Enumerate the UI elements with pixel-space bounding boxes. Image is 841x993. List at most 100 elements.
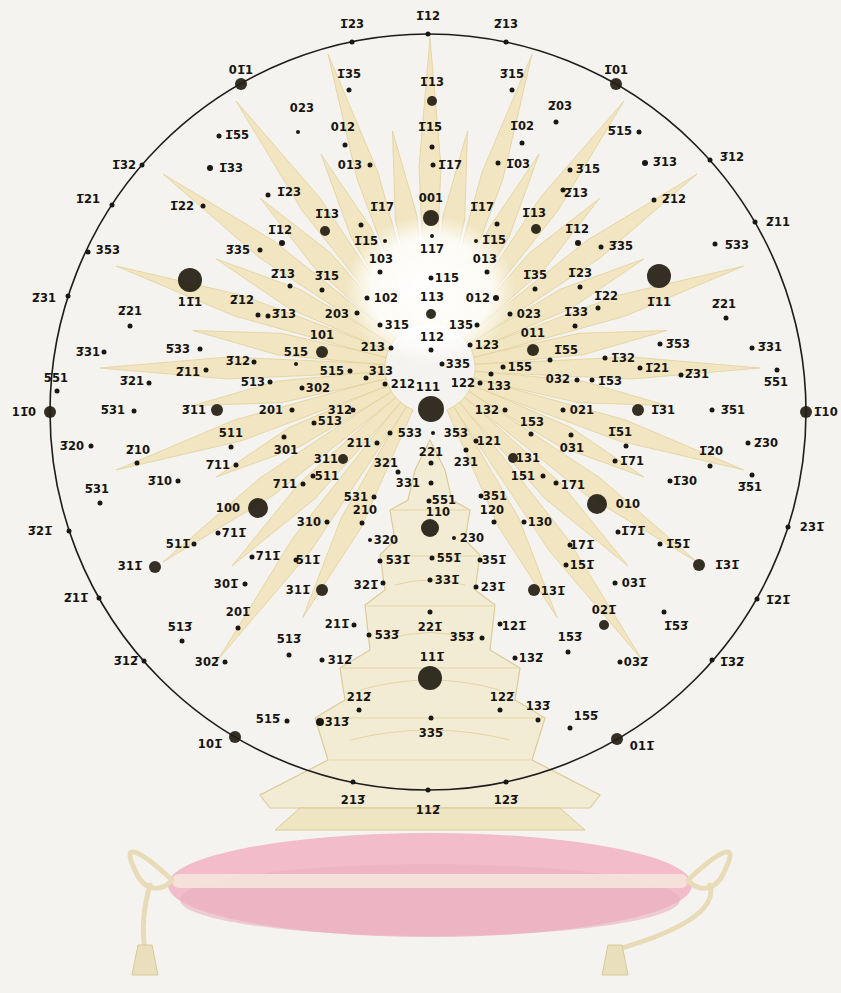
pole-dot	[211, 404, 223, 416]
pole-dot	[316, 584, 328, 596]
miller-index: 7̅11	[206, 458, 231, 472]
pole-dot	[176, 479, 181, 484]
pole-dot	[426, 309, 436, 319]
miller-index: 3̅10	[148, 474, 173, 488]
pole-dot	[287, 653, 292, 658]
miller-index: 2̅13	[271, 267, 296, 281]
pole-dot	[475, 323, 480, 328]
pole-dot	[616, 530, 621, 535]
miller-index: 1̅03	[506, 157, 531, 171]
miller-index: 151̅	[570, 558, 595, 572]
pole-dot	[216, 531, 221, 536]
miller-index: 023	[290, 101, 315, 115]
miller-index: 1̅23	[277, 185, 302, 199]
miller-index: 110	[426, 505, 451, 519]
miller-index: 023	[517, 307, 542, 321]
pole-dot	[596, 306, 601, 311]
miller-index: 5̅31	[85, 482, 110, 496]
pole-dot	[498, 708, 503, 713]
miller-index: 111̅	[420, 650, 445, 664]
miller-index: 1̅55	[225, 128, 250, 142]
pole-dot	[710, 658, 715, 663]
pole-dot	[110, 203, 115, 208]
miller-index: 1̅15	[482, 233, 507, 247]
miller-index: 100	[216, 501, 241, 515]
pole-dot	[590, 378, 595, 383]
pole-dot	[102, 350, 107, 355]
cushion	[168, 833, 692, 937]
miller-index: 013	[338, 158, 363, 172]
pole-dot	[566, 650, 571, 655]
pole-dot	[250, 555, 255, 560]
miller-index: 2̅12	[662, 192, 687, 206]
pole-dot	[599, 245, 604, 250]
miller-index: 151	[511, 469, 536, 483]
miller-index: 021̅	[592, 603, 617, 617]
miller-index: 1̅32	[112, 158, 137, 172]
pole-dot	[316, 718, 324, 726]
pole-dot	[235, 78, 247, 90]
pole-dot	[429, 348, 434, 353]
miller-index: 203	[325, 307, 350, 321]
miller-index: 3̅53	[666, 337, 691, 351]
pole-dot	[464, 448, 469, 453]
miller-index: 1̅51̅	[666, 537, 691, 551]
miller-index: 1̅10	[813, 405, 838, 419]
pole-dot	[243, 582, 248, 587]
miller-index: 3̅21	[120, 374, 145, 388]
pole-dot	[381, 581, 386, 586]
miller-index: 221̅	[418, 620, 443, 634]
pole-dot	[642, 160, 648, 166]
ray	[193, 371, 386, 405]
pole-dot	[383, 382, 388, 387]
pole-dot	[378, 559, 383, 564]
pole-dot	[268, 380, 273, 385]
miller-index: 113	[420, 290, 445, 304]
pole-dot	[301, 482, 306, 487]
pole-dot	[775, 368, 780, 373]
miller-index: 031̅	[622, 576, 647, 590]
miller-index: 1̅30	[673, 474, 698, 488]
pole-dot	[750, 473, 755, 478]
pole-dot	[86, 250, 91, 255]
miller-index: 123̅	[494, 793, 519, 807]
miller-index: 551̅	[437, 551, 462, 565]
miller-index: 3̅13	[653, 155, 678, 169]
miller-index: 130	[528, 515, 553, 529]
miller-index: 031	[560, 441, 585, 455]
pole-dot	[800, 406, 812, 418]
miller-index: 1̅51	[608, 425, 633, 439]
pole-dot	[279, 240, 285, 246]
pole-dot	[229, 731, 241, 743]
pole-dot	[421, 519, 439, 537]
pole-dot	[536, 718, 541, 723]
pole-dot	[290, 408, 295, 413]
pole-dot	[147, 381, 152, 386]
miller-index: 2̅10	[126, 443, 151, 457]
pole-dot	[368, 163, 373, 168]
pole-dot	[378, 270, 383, 275]
pole-dot	[708, 158, 713, 163]
miller-index: 221	[419, 445, 444, 459]
miller-index: 135	[449, 318, 474, 332]
miller-index: 1̅31̅	[715, 558, 740, 572]
miller-index: 1̅55	[554, 343, 579, 357]
pole-dot	[388, 431, 393, 436]
pole-dot	[396, 470, 401, 475]
miller-index: 515	[320, 364, 345, 378]
miller-index: 132̅	[519, 651, 544, 665]
miller-index: 315	[385, 318, 410, 332]
pole-dot	[573, 324, 578, 329]
miller-index: 230	[460, 531, 485, 545]
miller-index: 1̅11	[647, 295, 672, 309]
pole-dot	[201, 204, 206, 209]
miller-index: 5̅33	[166, 342, 191, 356]
pole-dot	[708, 464, 713, 469]
miller-index: 231̅	[800, 520, 825, 534]
miller-index: 1̅17	[470, 200, 495, 214]
pole-dot	[493, 295, 499, 301]
miller-index: 533̅	[375, 628, 400, 642]
miller-index: 3̅12̅	[114, 654, 139, 668]
miller-index: 201	[259, 403, 284, 417]
